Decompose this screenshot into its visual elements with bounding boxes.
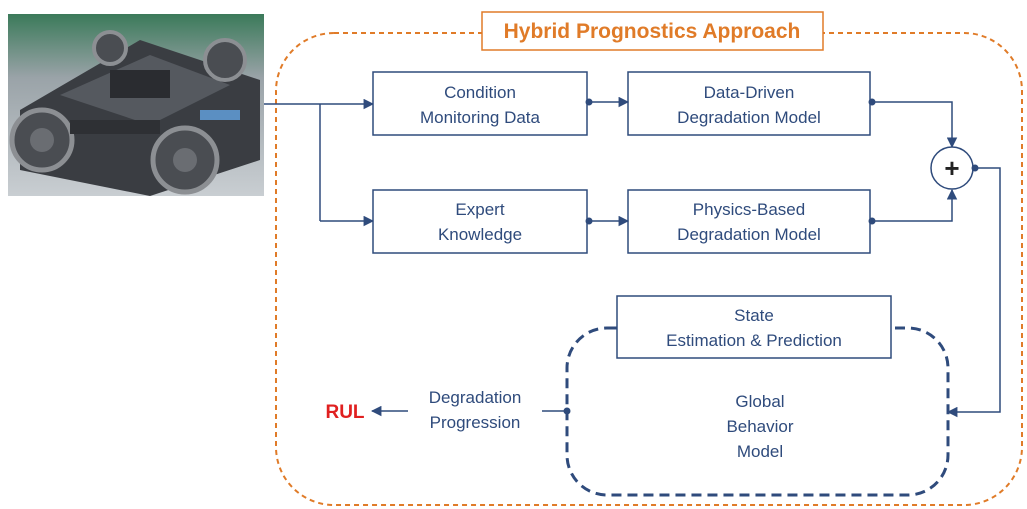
diagram-title: Hybrid Prognostics Approach xyxy=(504,20,801,43)
expert-knowledge-label-1: Expert xyxy=(455,200,504,219)
arrow-data-driven-to-sum xyxy=(870,101,958,149)
expert-knowledge-block xyxy=(372,189,588,254)
degradation-progression-label-1: Degradation xyxy=(429,388,522,407)
degradation-progression-label-bg xyxy=(408,385,542,437)
state-estimation-block xyxy=(616,295,892,359)
global-behavior-label-1: Global xyxy=(735,392,784,411)
global-behavior-label-3: Model xyxy=(737,442,783,461)
global-behavior-label-2: Behavior xyxy=(726,417,793,436)
connector-dot xyxy=(868,98,876,106)
data-driven-label-2: Degradation Model xyxy=(677,108,821,127)
connector-dot xyxy=(585,217,593,225)
data-driven-model-block xyxy=(627,71,871,136)
state-estimation-label-2: Estimation & Prediction xyxy=(666,331,842,350)
physics-based-label-2: Degradation Model xyxy=(677,225,821,244)
bogie-photo xyxy=(8,14,264,196)
connector-dot xyxy=(971,164,979,172)
state-estimation-label-1: State xyxy=(734,306,774,325)
condition-monitoring-label-2: Monitoring Data xyxy=(420,108,541,127)
connector-dot xyxy=(868,217,876,225)
physics-based-label-1: Physics-Based xyxy=(693,200,805,219)
connector-dot xyxy=(585,98,593,106)
degradation-progression-label-2: Progression xyxy=(430,413,521,432)
title-box xyxy=(481,11,824,51)
connector-dot xyxy=(563,407,571,415)
summing-junction-symbol: + xyxy=(944,153,959,183)
arrow-physics-to-sum xyxy=(870,188,958,222)
expert-knowledge-label-2: Knowledge xyxy=(438,225,522,244)
data-driven-label-1: Data-Driven xyxy=(704,83,795,102)
rul-label: RUL xyxy=(325,402,364,423)
condition-monitoring-label-1: Condition xyxy=(444,83,516,102)
arrow-sum-to-global-model xyxy=(946,167,1001,418)
condition-monitoring-block xyxy=(372,71,588,136)
